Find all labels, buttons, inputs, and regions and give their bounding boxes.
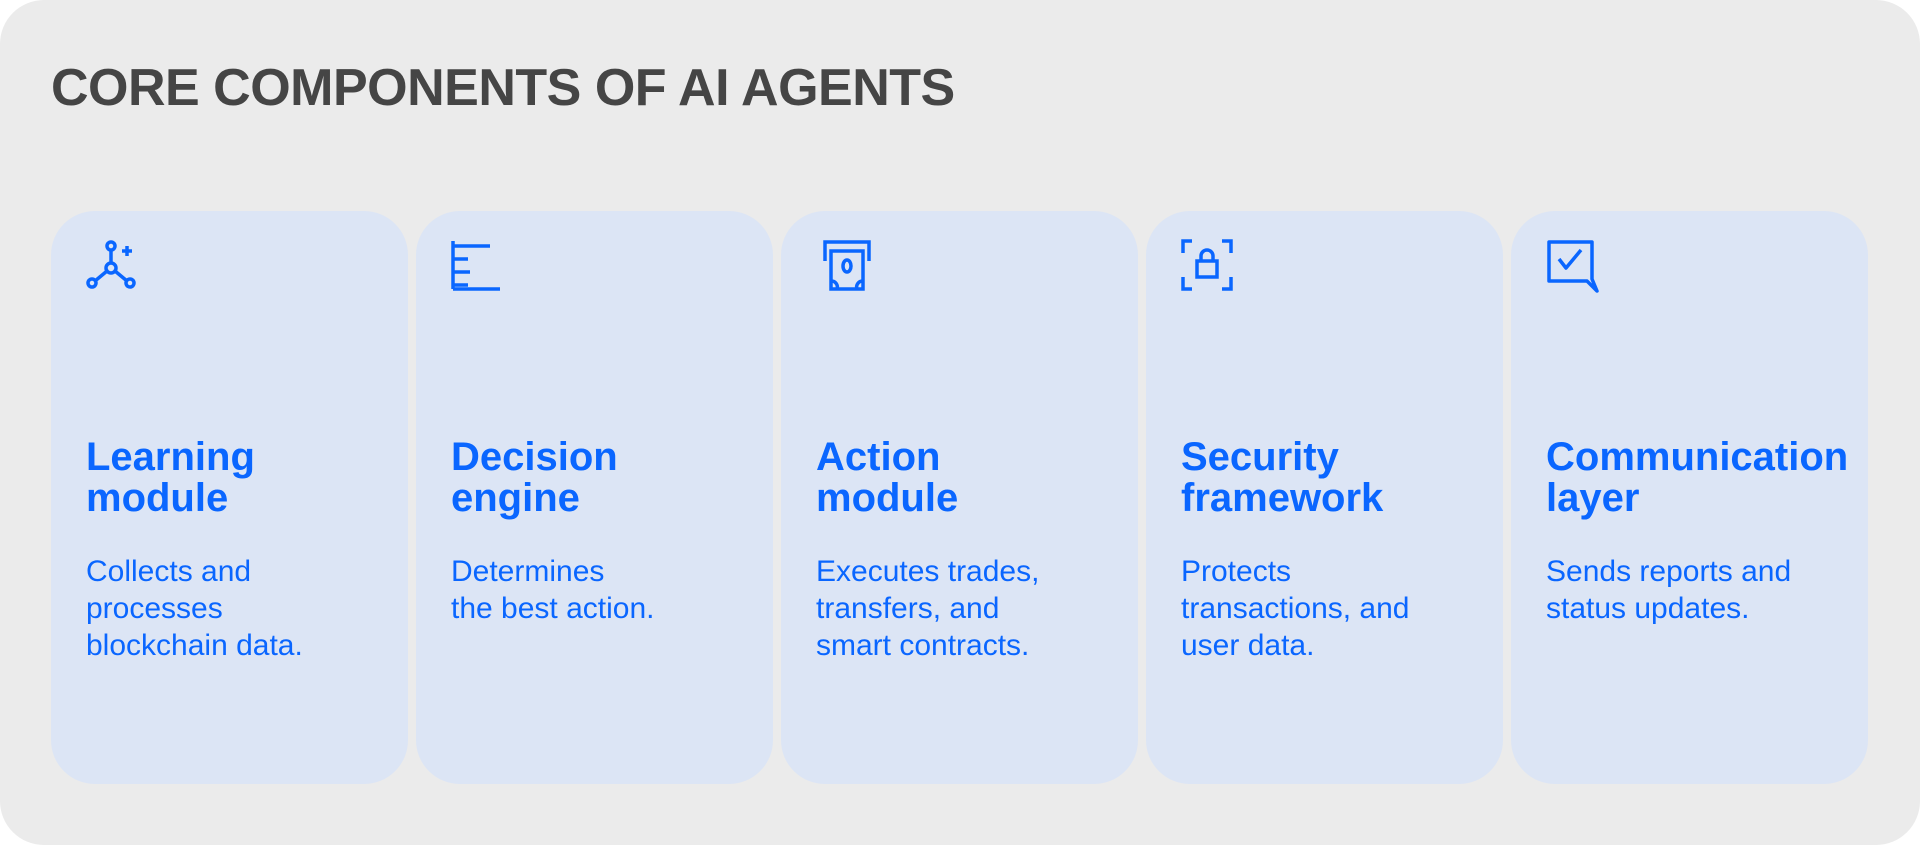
list-bars-icon: [450, 239, 506, 295]
card-text-line: Executes trades,: [816, 555, 1040, 588]
card-heading-line: module: [816, 476, 959, 520]
card-text-line: smart contracts.: [816, 629, 1030, 662]
page-title: CORE COMPONENTS OF AI AGENTS: [51, 59, 955, 117]
card-text-line: Collects and: [86, 555, 252, 588]
card-heading-line: Learning: [86, 435, 255, 479]
card-text-line: Protects: [1181, 555, 1292, 588]
card-text-line: the best action.: [451, 592, 655, 625]
card-text-line: user data.: [1181, 629, 1315, 662]
card-heading-line: Decision: [451, 435, 618, 479]
card-text-line: Determines: [451, 555, 605, 588]
card-text-line: status updates.: [1546, 592, 1750, 625]
lock-frame-icon: [1180, 239, 1236, 295]
card-heading-line: framework: [1181, 476, 1384, 520]
card-heading-line: layer: [1546, 476, 1640, 520]
card-text-line: transfers, and: [816, 592, 1000, 625]
card-text-line: processes: [86, 592, 223, 625]
card-heading-line: module: [86, 476, 229, 520]
cash-dispense-icon: [815, 239, 871, 295]
card-text-line: blockchain data.: [86, 629, 303, 662]
card-heading-line: engine: [451, 476, 580, 520]
card-text-line: transactions, and: [1181, 592, 1410, 625]
card-heading-line: Security: [1181, 435, 1339, 479]
card-heading-line: Communication: [1546, 435, 1849, 479]
chat-check-icon: [1545, 239, 1601, 295]
card-heading-line: Action: [816, 435, 941, 479]
network-plus-icon: [85, 239, 141, 295]
card-text-line: Sends reports and: [1546, 555, 1792, 588]
